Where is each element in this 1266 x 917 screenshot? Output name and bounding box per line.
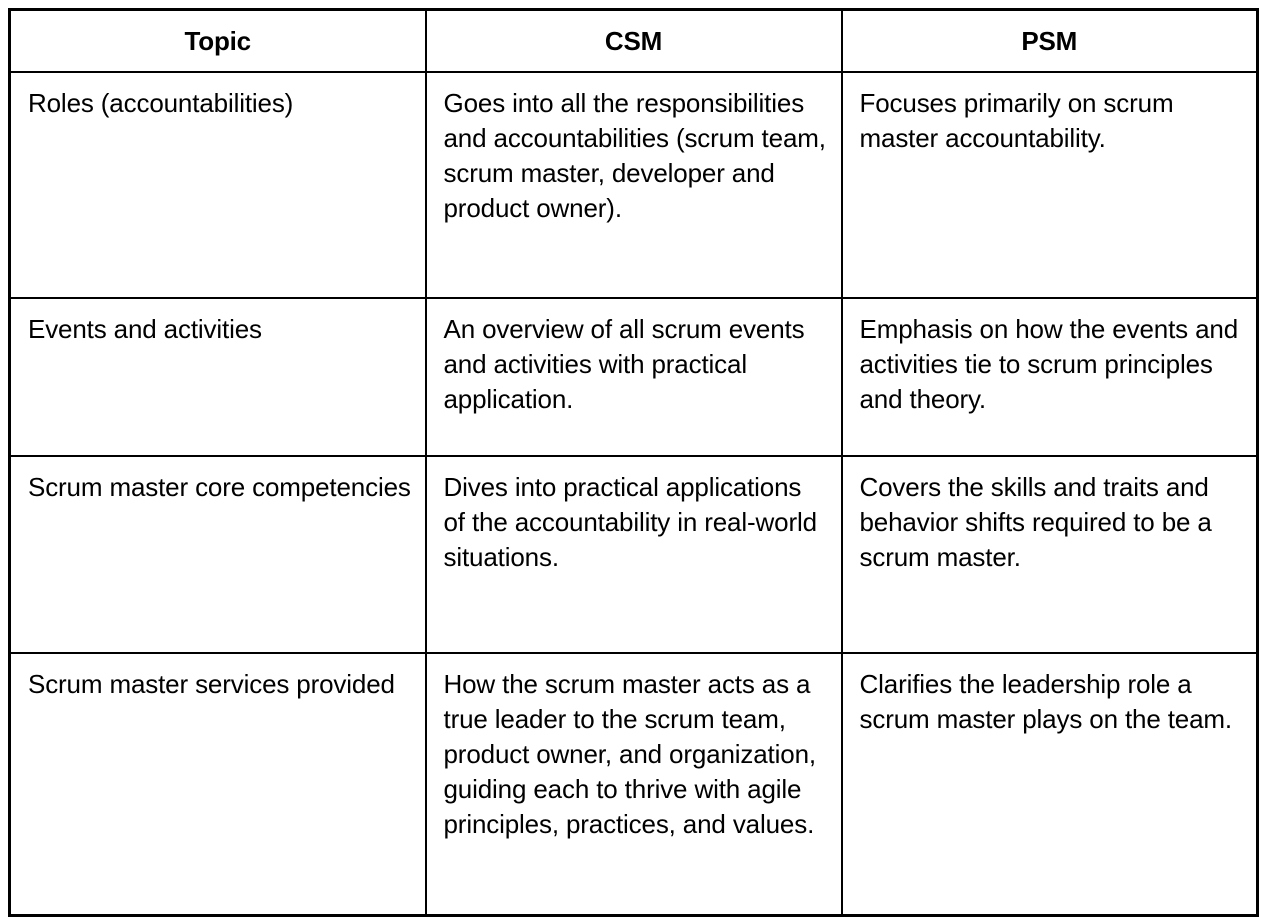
cell-text-csm: How the scrum master acts as a true lead… [443,669,817,839]
cell-psm: Focuses primarily on scrum master accoun… [840,71,1259,299]
cell-topic: Scrum master services provided [8,652,427,917]
cell-text-topic: Scrum master services provided [28,669,395,699]
page-root: Topic CSM PSM Roles (accountabilities) G… [8,8,1259,917]
cell-text-psm: Emphasis on how the events and activitie… [859,314,1239,414]
table-row: Scrum master core competencies Dives int… [8,455,1259,654]
csm-psm-comparison-table: Topic CSM PSM Roles (accountabilities) G… [8,8,1259,917]
cell-text-psm: Clarifies the leadership role a scrum ma… [859,669,1233,734]
cell-text-csm: Dives into practical applications of the… [443,472,818,572]
cell-text-csm: Goes into all the responsibilities and a… [443,88,826,223]
cell-topic: Events and activities [8,297,427,457]
cell-topic: Scrum master core competencies [8,455,427,654]
table-row: Roles (accountabilities) Goes into all t… [8,71,1259,299]
cell-psm: Clarifies the leadership role a scrum ma… [840,652,1259,917]
cell-psm: Emphasis on how the events and activitie… [840,297,1259,457]
cell-csm: Goes into all the responsibilities and a… [424,71,843,299]
table-row: Events and activities An overview of all… [8,297,1259,457]
cell-text-psm: Covers the skills and traits and behavio… [859,472,1212,572]
column-header-csm: CSM [424,8,843,73]
cell-csm: Dives into practical applications of the… [424,455,843,654]
cell-text-psm: Focuses primarily on scrum master accoun… [859,88,1174,153]
table-row: Scrum master services provided How the s… [8,652,1259,917]
cell-psm: Covers the skills and traits and behavio… [840,455,1259,654]
cell-text-topic: Scrum master core competencies [28,472,411,502]
cell-text-csm: An overview of all scrum events and acti… [443,314,805,414]
column-header-psm: PSM [840,8,1259,73]
cell-text-topic: Roles (accountabilities) [28,88,294,118]
table-header-row: Topic CSM PSM [8,8,1259,73]
column-header-topic: Topic [8,8,427,73]
cell-csm: An overview of all scrum events and acti… [424,297,843,457]
cell-topic: Roles (accountabilities) [8,71,427,299]
cell-text-topic: Events and activities [28,314,262,344]
table-header: Topic CSM PSM [8,8,1259,73]
table-body: Roles (accountabilities) Goes into all t… [8,71,1259,917]
cell-csm: How the scrum master acts as a true lead… [424,652,843,917]
